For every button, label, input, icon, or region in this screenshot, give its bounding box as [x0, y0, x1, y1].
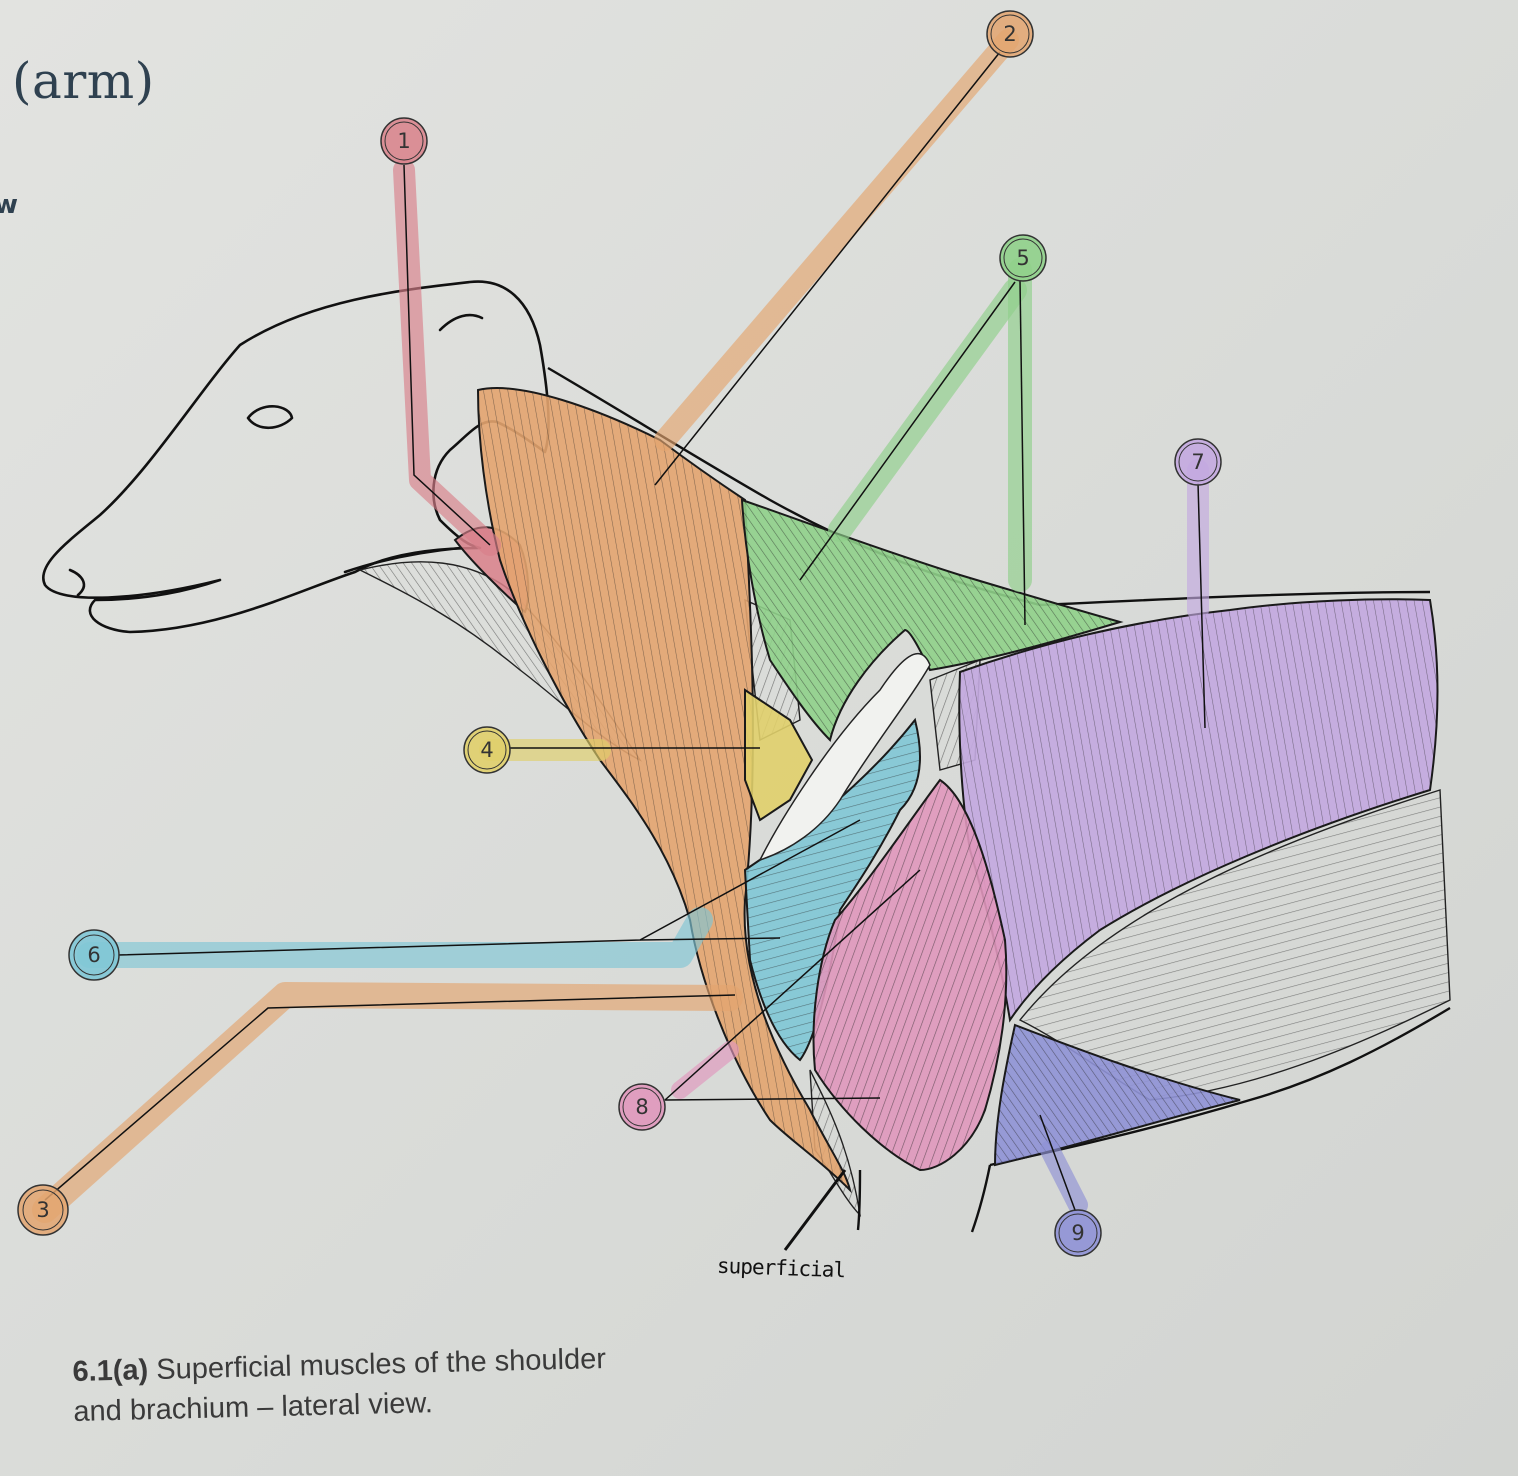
band-2: [654, 29, 1019, 451]
marker-6-label: 6: [87, 943, 100, 967]
dog-head-outline: [42, 280, 550, 634]
muscle-region-4: [744, 688, 814, 822]
superficial-pointer: [783, 1169, 847, 1251]
band-6: [77, 907, 713, 968]
figure-caption: 6.1(a) Superficial muscles of the should…: [72, 1336, 714, 1432]
leg-outline: [856, 1164, 992, 1233]
leader-7: [1197, 482, 1206, 729]
marker-5: 5: [999, 234, 1047, 282]
marker-3: 3: [17, 1184, 69, 1236]
section-heading: (arm): [12, 52, 155, 110]
marker-9: 9: [1054, 1209, 1102, 1257]
marker-2-label: 2: [1003, 22, 1016, 46]
leader-2: [654, 51, 1001, 486]
marker-7: 7: [1174, 438, 1222, 486]
marker-1-label: 1: [397, 129, 410, 153]
band-3: [32, 982, 743, 1223]
leader-5b: [799, 281, 1016, 581]
muscle-regions: [453, 387, 1439, 1194]
leader-5a: [1019, 279, 1026, 626]
marker-3-label: 3: [36, 1198, 49, 1222]
marker-8: 8: [618, 1083, 666, 1131]
marker-4: 4: [463, 726, 511, 774]
leader-8a: [664, 869, 921, 1101]
marker-1: 1: [380, 117, 428, 165]
marker-5-label: 5: [1016, 246, 1029, 270]
band-9: [1040, 1140, 1088, 1215]
marker-9-label: 9: [1071, 1221, 1084, 1245]
leader-8b: [664, 1097, 881, 1101]
caption-line-1: Superficial muscles of the shoulder: [155, 1342, 607, 1386]
leader-lines: [44, 51, 1206, 1251]
marker-7-label: 7: [1191, 450, 1204, 474]
cropped-edge-letter: w: [0, 190, 19, 220]
leader-9: [1039, 1114, 1076, 1211]
figure-number: 6.1(a): [72, 1354, 149, 1388]
band-8: [671, 1041, 739, 1099]
leader-6b: [639, 937, 781, 941]
leader-3: [44, 994, 736, 1201]
marker-6: 6: [68, 929, 120, 981]
marker-4-label: 4: [480, 738, 493, 762]
caption-line-2: and brachium – lateral view.: [73, 1387, 434, 1428]
marker-2: 2: [986, 10, 1034, 58]
band-1: [393, 159, 501, 556]
handwritten-note: superficial: [716, 1253, 846, 1283]
leader-1: [403, 164, 491, 546]
band-5b: [828, 278, 1027, 542]
marker-8-label: 8: [635, 1095, 648, 1119]
